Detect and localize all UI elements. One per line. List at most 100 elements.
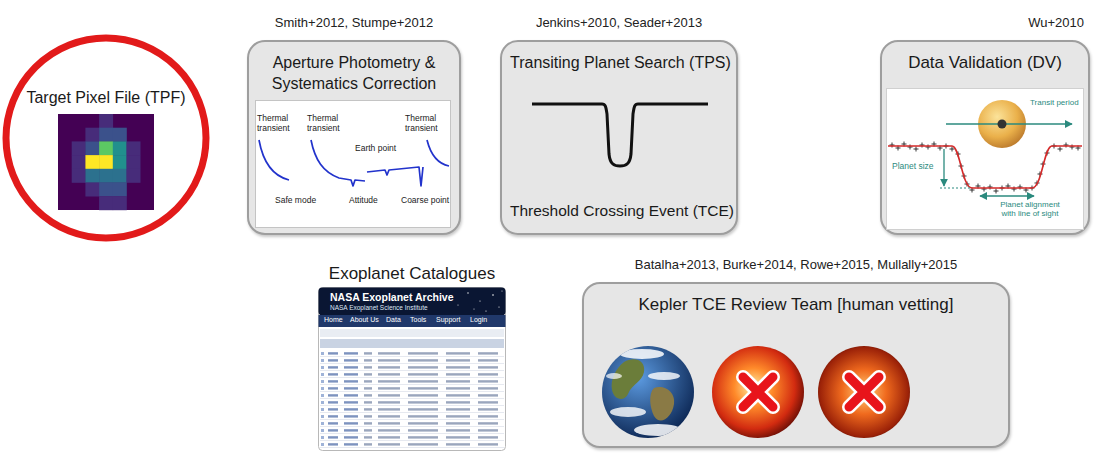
event-label: Thermal transient [257,114,299,134]
pixel-grid [99,128,113,142]
pixel-grid [99,183,113,197]
pixel-grid [85,183,99,197]
pixel-image [2,34,210,242]
header-stars [498,306,499,307]
highlighted-stage: Target Pixel File (TPF) [2,34,210,242]
earth-image [606,373,622,379]
citation: Wu+2010 [1028,15,1084,31]
light-curve [259,140,289,180]
pixel-grid [113,196,127,210]
catalogue-panel: Exoplanet CataloguesNASA Exoplanet Archi… [316,263,508,453]
pixel-grid [85,169,99,183]
pixel-grid [127,141,141,155]
earth-image [602,346,694,438]
model-fit [888,146,1082,188]
pixel-grid [113,141,127,155]
rejected-star [743,377,773,407]
archive-screenshot [320,329,504,337]
size-guide [940,188,970,189]
process-box: Smith+2012, Stumpe+2012Aperture Photomet… [247,40,461,235]
pixel-grid [85,141,99,155]
archive-screenshot [318,287,506,451]
nav-bar [319,315,506,327]
rejected-star [818,346,910,438]
vetting-images [584,342,1008,442]
pixel-grid [113,155,127,169]
menu-item: Data [386,316,401,324]
rejected-star [743,377,773,407]
pixel-grid [113,169,127,183]
period-arrow [946,123,1072,124]
rejected-star [849,377,879,407]
stage-title: Target Pixel File (TPF) [2,88,210,108]
alignment-arrow [980,195,1034,196]
process-box: Batalha+2013, Burke+2014, Rowe+2015, Mul… [582,282,1010,448]
pixel-grid [99,155,113,169]
earth-image [606,349,682,436]
light-curve [427,140,449,166]
earth-image [612,359,645,399]
pixel-grid [72,169,86,183]
parameter-label: Planet size [892,162,934,172]
event-label: Thermal transient [405,114,449,134]
process-box: Wu+2010Data Validation (DV)Transit perio… [880,40,1090,235]
pixel-grid [127,169,141,183]
data-points [890,142,1081,194]
menu-item: Tools [410,316,426,324]
process-output: Threshold Crossing Event (TCE) [502,190,736,221]
menu-item: About Us [350,316,379,324]
menu-item: Home [324,316,343,324]
pixel-grid [127,155,141,169]
header-stars [474,309,475,310]
process-title: Transiting Planet Search (TPS) [502,42,736,73]
transit-dip [532,104,708,166]
event-label: Coarse point [401,196,449,206]
earth-image [602,346,694,438]
process-title: Aperture Photometry & Systematics Correc… [249,42,459,94]
process-title: Data Validation (DV) [882,42,1088,73]
menu-item: Support [436,316,461,324]
pixel-grid [85,155,99,169]
archive-screenshot [319,288,506,451]
citation: Smith+2012, Stumpe+2012 [179,15,529,31]
event-label: Attitude [349,196,378,206]
pixel-grid [113,183,127,197]
parameter-label: Transit period [1030,98,1079,107]
event-label: Thermal transient [307,114,349,134]
earth-image [620,349,664,359]
pixel-grid [72,155,86,169]
citation: Batalha+2013, Burke+2014, Rowe+2015, Mul… [514,257,1078,273]
archive-screenshot [320,339,504,348]
process-title: Kepler TCE Review Team [human vetting] [584,284,1008,315]
plot-ground [887,89,1084,230]
light-curve [259,140,449,186]
pixel-grid [58,114,154,210]
event-label: Earth point [355,144,396,154]
earth-image [634,424,682,436]
header-stars [467,292,468,293]
rejected-star [712,346,804,438]
earth-image [648,372,680,380]
archive-header [319,288,506,316]
menu-item: Login [470,316,487,324]
pixel-grid [99,141,113,155]
plot-ground [256,101,451,228]
light-curve [367,167,423,186]
rejected-star [849,377,879,407]
pixel-grid [58,114,154,210]
earth-image [610,407,646,417]
table-rows [320,350,504,448]
rejected-star [743,377,773,407]
pixel-grid [99,169,113,183]
header-stars [502,291,503,292]
citation: Jenkins+2010, Seader+2013 [432,15,806,31]
header-stars [458,291,503,312]
rejected-star [818,346,910,438]
rejected-star [849,377,879,407]
pixel-grid [99,114,113,128]
site-subtitle: NASA Exoplanet Science Institute [330,304,428,311]
planet [998,120,1007,129]
pixel-grid [72,141,86,155]
process-box: Jenkins+2010, Seader+2013Transiting Plan… [500,40,738,235]
panel-title: Exoplanet Catalogues [316,263,508,284]
